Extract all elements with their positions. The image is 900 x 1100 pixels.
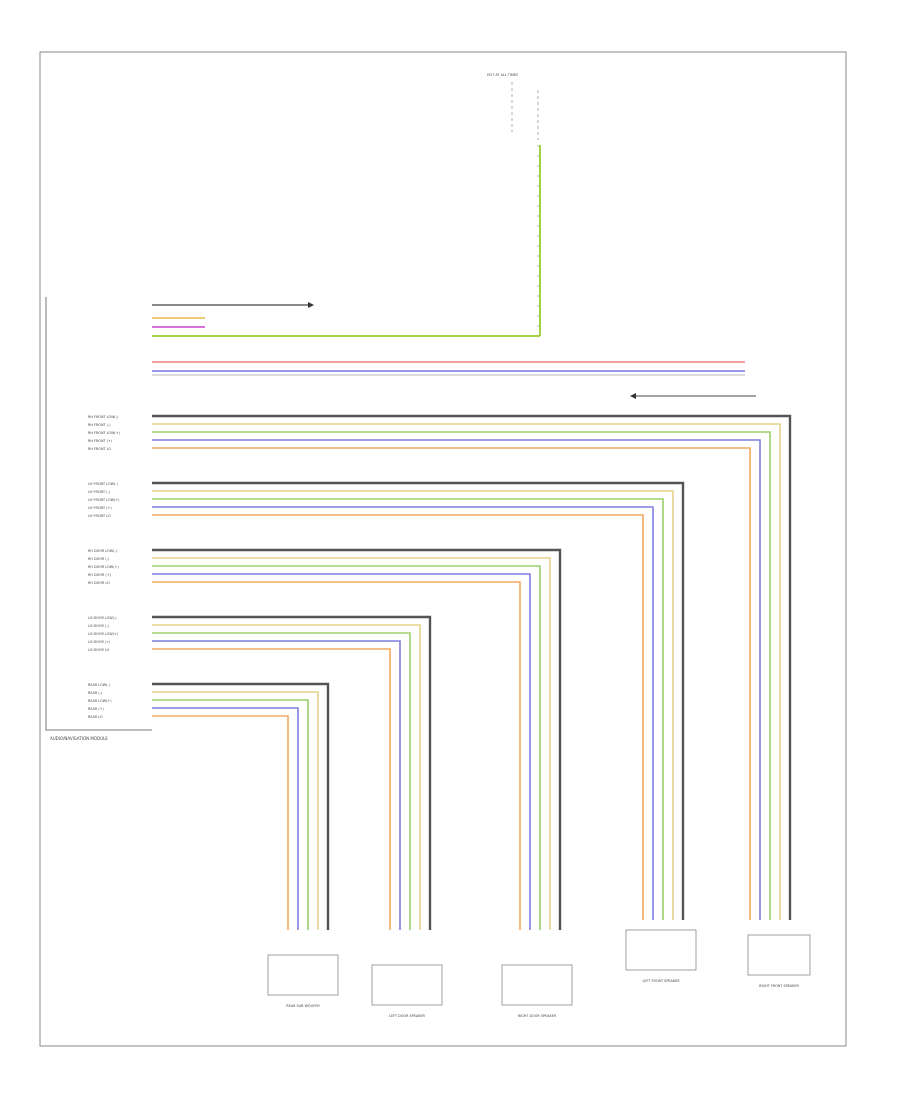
wire-rh-front-0 [152,414,792,920]
wire-rear-1 [152,691,319,930]
wire-lh-front-0 [152,481,685,920]
connector-label-lh-door-0: LH DOOR LOW(-) [88,616,117,620]
connector-labels: RH FRONT LOW(-) RH FRONT (-) RH FRONT LOW(… [88,415,121,719]
connector-label-rear-1: REAR (-) [88,691,103,695]
wire-rh-door-4 [152,581,521,930]
svg-text:HOT AT ALL TIMES: HOT AT ALL TIMES [487,73,518,77]
wire-lh-door-2 [152,632,411,930]
connector-label-rear-2: REAR LOW(+) [88,699,112,703]
connector-label-lh-door-1: LH DOOR (-) [88,624,109,628]
speaker-box-4 [747,934,811,976]
wire-rh-door-2 [152,565,541,930]
power-rows [152,302,756,399]
wire-rear-2 [152,699,309,930]
wire-lh-door-4 [152,648,391,930]
wire-lh-front-2 [152,498,664,920]
speaker-wire-groups [152,414,792,930]
wire-lh-front-3 [152,506,654,920]
connector-label-lh-front-1: LH FRONT (-) [88,490,111,494]
speaker-boxes: REAR SUB WOOFER LEFT DOOR SPEAKER RIGHT DO… [267,929,811,1018]
speaker-box-2 [501,964,573,1006]
connector-label-lh-door-4: LH DOOR LO [88,648,110,652]
connector-label-rear-0: REAR LOW(-) [88,683,111,687]
wire-rh-door-1 [152,557,551,930]
speaker-box-0 [267,954,339,996]
wire-lh-door-1 [152,624,421,930]
connector-label-rh-front-2: RH FRONT LOW(+) [88,431,121,435]
connector-label-lh-door-3: LH DOOR (+) [88,640,111,644]
connector-label-rh-front-3: RH FRONT (+) [88,439,113,443]
connector-label-rh-door-1: RH DOOR (-) [88,557,110,561]
connector-label-rh-door-2: RH DOOR LOW(+) [88,565,119,569]
connector-label-lh-door-2: LH DOOR LOW(+) [88,632,119,636]
connector-label-rh-front-4: RH FRONT LO [88,447,111,451]
speaker-box-3 [625,929,697,971]
wire-rh-door-3 [152,573,531,930]
controller-module-outline [45,297,152,731]
speaker-label-2: RIGHT DOOR SPEAKER [518,1014,557,1018]
top-switch-area: HOT AT ALL TIMES [152,73,541,337]
speaker-label-4: RIGHT FRONT SPEAKER [759,984,799,988]
wire-rh-front-2 [152,431,771,920]
connector-label-rh-door-0: RH DOOR LOW(-) [88,549,118,553]
diagram-border [39,51,847,1047]
wire-lh-door-3 [152,640,401,930]
controller-module-label: AUDIO/NAVIGATION MODULE [50,736,108,741]
wire-lh-front-4 [152,514,644,920]
wire-rear-3 [152,707,299,930]
connector-label-rh-front-0: RH FRONT LOW(-) [88,415,119,419]
connector-label-rear-4: REAR LO [88,715,103,719]
wire-rear-0 [152,682,330,930]
wire-lh-door-0 [152,615,432,930]
connector-label-lh-front-2: LH FRONT LOW(+) [88,498,120,502]
wire-rh-door-0 [152,548,562,930]
speaker-label-0: REAR SUB WOOFER [286,1004,320,1008]
speaker-label-1: LEFT DOOR SPEAKER [389,1014,425,1018]
connector-label-rh-door-4: RH DOOR LO [88,581,110,585]
speaker-box-1 [371,964,443,1006]
speaker-label-3: LEFT FRONT SPEAKER [642,979,680,983]
connector-label-lh-front-3: LH FRONT (+) [88,506,112,510]
wire-rh-front-1 [152,423,781,920]
connector-label-lh-front-0: LH FRONT LOW(-) [88,482,119,486]
connector-label-lh-front-4: LH FRONT LO [88,514,111,518]
wire-rh-front-3 [152,439,761,920]
connector-label-rh-door-3: RH DOOR (+) [88,573,112,577]
wire-rear-4 [152,715,289,930]
connector-label-rear-3: REAR (+) [88,707,104,711]
connector-label-rh-front-1: RH FRONT (-) [88,423,111,427]
wire-rh-front-4 [152,447,751,920]
wire-lh-front-1 [152,490,674,920]
